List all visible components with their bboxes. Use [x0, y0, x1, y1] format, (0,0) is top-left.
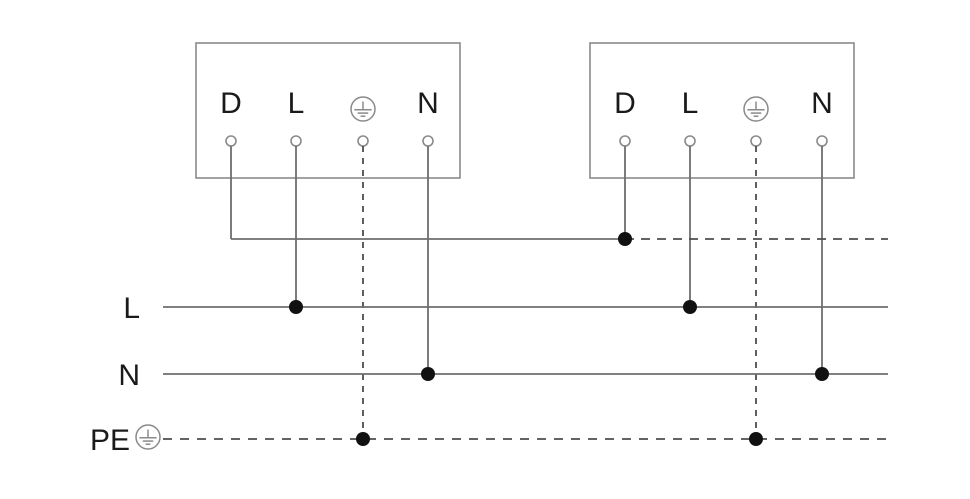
terminal-circle-d-left[interactable] — [225, 135, 237, 147]
device-box-right-outline — [589, 42, 855, 179]
terminal-circle-pe-right[interactable] — [750, 135, 762, 147]
n-junction-right — [815, 367, 829, 381]
bus-label-n: N — [118, 359, 140, 392]
terminal-circle-n-right[interactable] — [816, 135, 828, 147]
terminal-label-d-right: D — [614, 87, 636, 120]
l-junction-left — [289, 300, 303, 314]
terminal-circle-d-right[interactable] — [619, 135, 631, 147]
n-junction-left — [421, 367, 435, 381]
terminal-circle-n-left[interactable] — [422, 135, 434, 147]
bus-label-l: L — [123, 292, 140, 325]
terminal-label-n-right: N — [811, 87, 833, 120]
pe-junction-right — [749, 432, 763, 446]
bus-label-pe: PE — [90, 424, 130, 457]
terminal-label-n-left: N — [417, 87, 439, 120]
d-junction-right — [618, 232, 632, 246]
earth-symbol-pe-bus — [135, 424, 161, 450]
device-box-left: D L N — [195, 42, 461, 179]
earth-symbol-device-right — [743, 96, 769, 122]
terminal-circle-l-left[interactable] — [290, 135, 302, 147]
earth-symbol-device-left — [350, 96, 376, 122]
terminal-label-d-left: D — [220, 87, 242, 120]
device-box-right: D L N — [589, 42, 855, 179]
terminal-circle-pe-left[interactable] — [357, 135, 369, 147]
drop-wire-group — [230, 146, 823, 439]
device-box-left-outline — [195, 42, 461, 179]
junction-dot-group — [289, 232, 829, 446]
terminal-label-l-left: L — [288, 87, 305, 120]
terminal-circle-l-right[interactable] — [684, 135, 696, 147]
bus-line-group — [163, 306, 888, 440]
l-junction-right — [683, 300, 697, 314]
terminal-label-l-right: L — [682, 87, 699, 120]
pe-junction-left — [356, 432, 370, 446]
